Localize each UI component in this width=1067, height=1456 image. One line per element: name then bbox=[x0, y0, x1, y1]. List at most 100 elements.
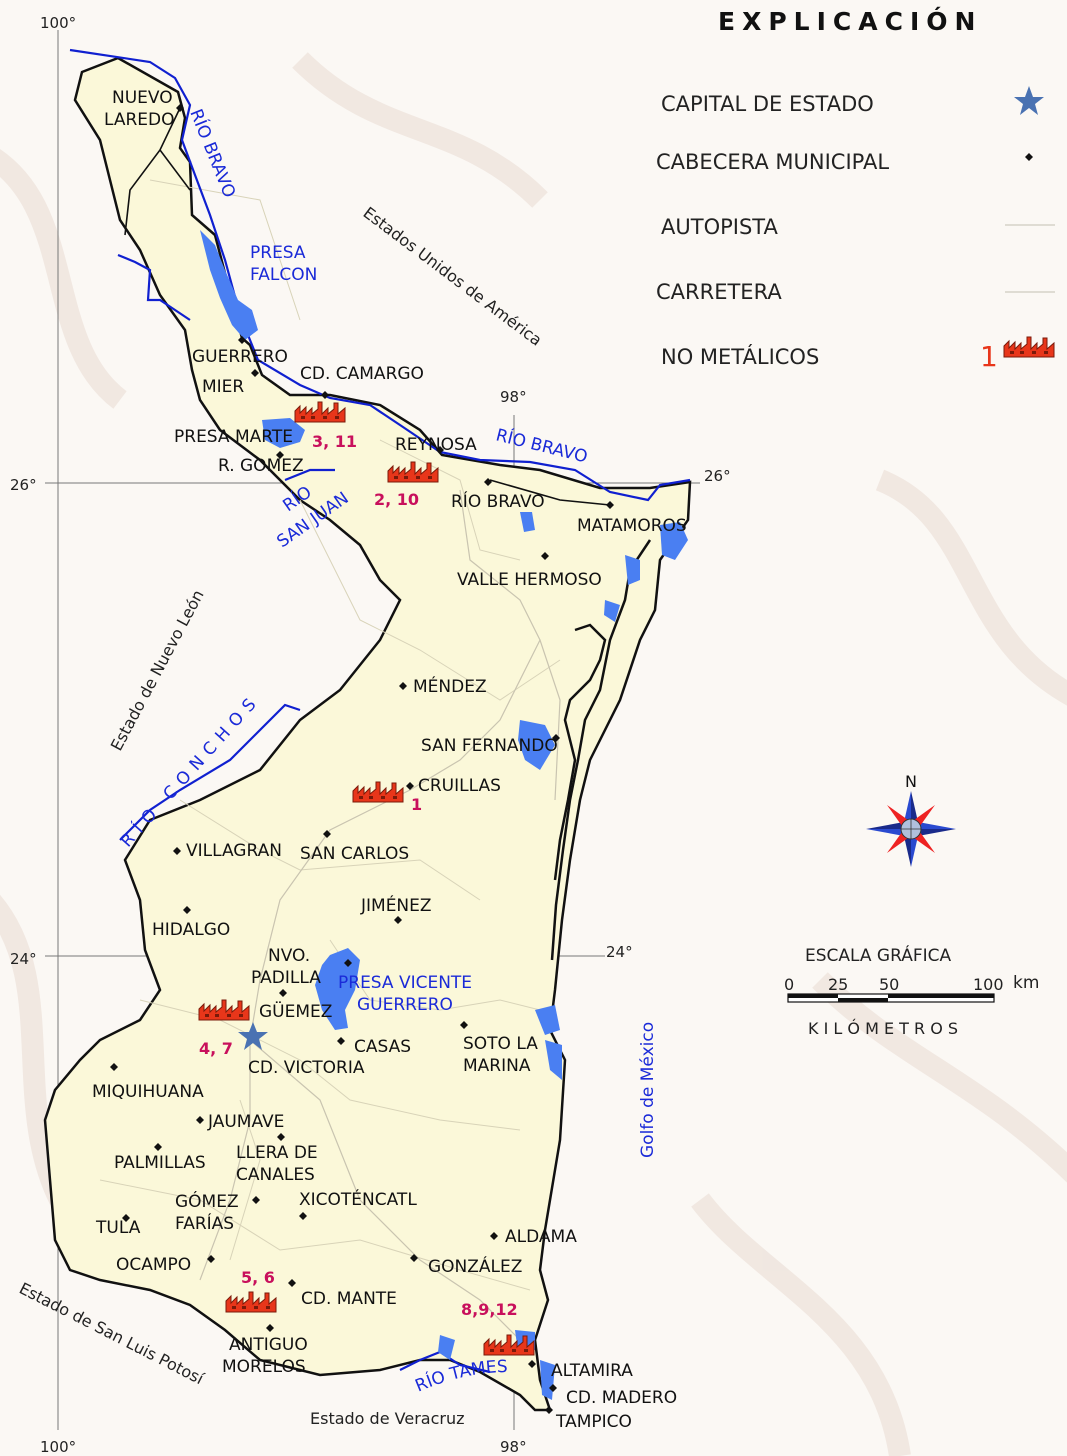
svg-text:SAN CARLOS: SAN CARLOS bbox=[300, 844, 409, 864]
svg-text:LAREDO: LAREDO bbox=[104, 110, 175, 130]
factory-icon bbox=[1003, 336, 1055, 358]
star-icon bbox=[1014, 86, 1044, 115]
presa-marte bbox=[262, 418, 305, 448]
svg-text:PALMILLAS: PALMILLAS bbox=[114, 1153, 206, 1173]
highways bbox=[199, 489, 561, 1341]
legend: EXPLICACIÓN CAPITAL DE ESTADO CABECERA M… bbox=[656, 6, 1055, 373]
svg-text:26°: 26° bbox=[704, 467, 731, 485]
svg-text:100°: 100° bbox=[40, 1438, 76, 1456]
coordinate-labels: 100° 100° 98° 98° 26° 26° 24° 24° bbox=[10, 14, 731, 1456]
svg-text:CD. VICTORIA: CD. VICTORIA bbox=[248, 1058, 365, 1078]
svg-text:GÓMEZ: GÓMEZ bbox=[175, 1190, 239, 1212]
svg-text:XICOTÉNCATL: XICOTÉNCATL bbox=[299, 1188, 417, 1210]
usa-label: Estados Unidos de América bbox=[360, 203, 546, 350]
svg-text:CD. MANTE: CD. MANTE bbox=[301, 1289, 397, 1309]
svg-text:SAN FERNANDO: SAN FERNANDO bbox=[421, 736, 558, 756]
mine-sites: 3, 11 2, 10 1 4, 7 5, 6 8,9,12 bbox=[198, 401, 535, 1356]
svg-text:CRUILLAS: CRUILLAS bbox=[418, 776, 501, 796]
legend-item-cabecera: CABECERA MUNICIPAL bbox=[656, 150, 889, 174]
presa-falcon bbox=[200, 230, 258, 340]
roads bbox=[124, 107, 611, 506]
legend-item-capital: CAPITAL DE ESTADO bbox=[661, 92, 874, 116]
svg-text:CANALES: CANALES bbox=[236, 1165, 315, 1185]
scale-bar: ESCALA GRÁFICA 0 25 50 100 km K I L Ó M … bbox=[784, 944, 1039, 1038]
golfo-label: Golfo de México bbox=[638, 1022, 658, 1158]
legend-item-carretera: CARRETERA bbox=[656, 280, 782, 304]
svg-text:CASAS: CASAS bbox=[354, 1037, 411, 1057]
svg-text:NVO.: NVO. bbox=[268, 946, 310, 966]
svg-text:VILLAGRAN: VILLAGRAN bbox=[186, 841, 282, 861]
svg-text:5, 6: 5, 6 bbox=[241, 1268, 275, 1287]
capital-star-icon bbox=[238, 1022, 268, 1050]
svg-text:98°: 98° bbox=[500, 388, 527, 406]
svg-text:1: 1 bbox=[411, 795, 422, 814]
svg-text:TULA: TULA bbox=[95, 1218, 141, 1238]
svg-text:MIER: MIER bbox=[202, 377, 244, 397]
background-pattern bbox=[0, 52, 1067, 1456]
svg-text:ALDAMA: ALDAMA bbox=[505, 1227, 577, 1247]
svg-text:8,9,12: 8,9,12 bbox=[461, 1300, 518, 1319]
legend-item-autopista: AUTOPISTA bbox=[661, 215, 778, 239]
svg-text:CD. MADERO: CD. MADERO bbox=[566, 1388, 677, 1408]
svg-text:PRESA: PRESA bbox=[250, 243, 306, 263]
svg-text:OCAMPO: OCAMPO bbox=[116, 1255, 191, 1275]
svg-text:PRESA MARTE: PRESA MARTE bbox=[174, 427, 293, 447]
dam-labels: PRESA FALCON PRESA MARTE PRESA VICENTE G… bbox=[174, 243, 472, 1015]
veracruz-label: Estado de Veracruz bbox=[310, 1409, 464, 1428]
svg-text:GONZÁLEZ: GONZÁLEZ bbox=[428, 1255, 522, 1277]
svg-text:PRESA VICENTE: PRESA VICENTE bbox=[338, 973, 472, 993]
svg-text:2, 10: 2, 10 bbox=[374, 490, 419, 509]
svg-text:RÍO BRAVO: RÍO BRAVO bbox=[451, 490, 545, 512]
diamond-icon bbox=[1025, 153, 1033, 161]
svg-text:R. GOMEZ: R. GOMEZ bbox=[218, 456, 304, 476]
svg-text:50: 50 bbox=[879, 975, 899, 994]
svg-text:MÉNDEZ: MÉNDEZ bbox=[413, 675, 487, 697]
svg-text:24°: 24° bbox=[10, 950, 37, 968]
svg-text:km: km bbox=[1013, 973, 1039, 993]
svg-text:CD. CAMARGO: CD. CAMARGO bbox=[300, 364, 424, 384]
nuevo-leon-label: Estado de Nuevo León bbox=[107, 587, 208, 754]
legend-title: EXPLICACIÓN bbox=[718, 6, 982, 36]
compass-rose: N bbox=[866, 772, 956, 867]
svg-text:LLERA DE: LLERA DE bbox=[236, 1143, 318, 1163]
svg-text:HIDALGO: HIDALGO bbox=[152, 920, 230, 940]
rio-bravo-north-label: RÍO BRAVO bbox=[185, 106, 240, 201]
presa-vicente-guerrero bbox=[315, 948, 360, 1030]
svg-text:JIMÉNEZ: JIMÉNEZ bbox=[360, 894, 432, 916]
scale-caption: K I L Ó M E T R O S bbox=[808, 1019, 958, 1038]
svg-text:100: 100 bbox=[973, 975, 1004, 994]
svg-text:GÜEMEZ: GÜEMEZ bbox=[259, 1000, 332, 1022]
scale-title: ESCALA GRÁFICA bbox=[805, 944, 952, 966]
svg-text:MATAMOROS: MATAMOROS bbox=[577, 516, 687, 536]
svg-text:REYNOSA: REYNOSA bbox=[395, 435, 477, 455]
svg-text:ALTAMIRA: ALTAMIRA bbox=[551, 1361, 633, 1381]
svg-text:VALLE HERMOSO: VALLE HERMOSO bbox=[457, 570, 602, 590]
svg-text:JAUMAVE: JAUMAVE bbox=[207, 1112, 284, 1132]
svg-text:PADILLA: PADILLA bbox=[251, 968, 321, 988]
water-bodies bbox=[200, 230, 688, 1400]
compass-north-label: N bbox=[905, 772, 917, 791]
svg-text:25: 25 bbox=[828, 975, 848, 994]
svg-text:MIQUIHUANA: MIQUIHUANA bbox=[92, 1082, 204, 1102]
city-markers bbox=[110, 104, 614, 1414]
svg-text:NUEVO: NUEVO bbox=[112, 88, 173, 108]
city-labels: NUEVO LAREDO GUERRERO MIER CD. CAMARGO R… bbox=[92, 88, 687, 1432]
svg-text:4, 7: 4, 7 bbox=[199, 1039, 233, 1058]
legend-number: 1 bbox=[980, 340, 998, 373]
svg-text:0: 0 bbox=[784, 975, 794, 994]
svg-text:FALCON: FALCON bbox=[250, 265, 317, 285]
svg-text:FARÍAS: FARÍAS bbox=[175, 1212, 234, 1234]
svg-text:MORELOS: MORELOS bbox=[222, 1357, 306, 1377]
svg-text:MARINA: MARINA bbox=[463, 1056, 531, 1076]
svg-text:100°: 100° bbox=[40, 14, 76, 32]
rivers bbox=[69, 48, 691, 1374]
coastline bbox=[550, 539, 652, 961]
laguna-madre-barrier bbox=[553, 623, 607, 881]
svg-text:SOTO LA: SOTO LA bbox=[463, 1034, 538, 1054]
svg-text:24°: 24° bbox=[606, 943, 633, 961]
svg-text:3, 11: 3, 11 bbox=[312, 432, 357, 451]
laguna-1 bbox=[518, 720, 555, 770]
laguna-2 bbox=[660, 522, 688, 560]
svg-text:GUERRERO: GUERRERO bbox=[357, 995, 453, 1015]
